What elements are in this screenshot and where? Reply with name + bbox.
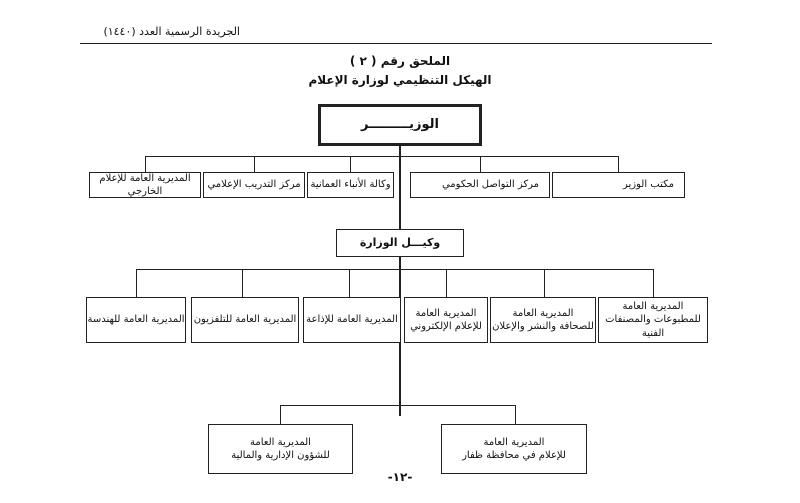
unit-oman-news-agency: وكالة الأنباء العمانية xyxy=(307,172,394,198)
directorate-electronic-media: المديرية العامة للإعلام الإلكتروني xyxy=(404,297,488,343)
connector-row3-bus xyxy=(280,405,516,406)
directorate-publications: المديرية العامة للمطبوعات والمصنفات الفني… xyxy=(598,297,708,343)
chart-title: الهيكل التنظيمي لوزارة الإعلام xyxy=(308,73,492,87)
directorate-line2: للصحافة والنشر والإعلان xyxy=(492,321,594,332)
directorate-line1: المديرية العامة للهندسة xyxy=(87,314,185,326)
directorate-press-publishing: المديرية العامة للصحافة والنشر والإعلان xyxy=(490,297,596,343)
minister-label: الوزيـــــــــر xyxy=(361,117,439,133)
directorate-line2: للإعلام الإلكتروني xyxy=(410,321,482,332)
connector-row2-drop-1 xyxy=(653,269,654,297)
unit-gov-communication-center: مركز التواصل الحكومي xyxy=(410,172,550,198)
connector-row2-drop-5 xyxy=(242,269,243,297)
directorate-engineering: المديرية العامة للهندسة xyxy=(86,297,186,343)
connector-row2-drop-3 xyxy=(446,269,447,297)
directorate-radio: المديرية العامة للإذاعة xyxy=(303,297,401,343)
undersecretary-box: وكيـــل الوزارة xyxy=(336,229,464,257)
directorate-line1: المديرية العامة xyxy=(415,307,477,319)
directorate-admin-finance: المديرية العامة للشؤون الإدارية والمالية xyxy=(208,424,353,474)
unit-label: المديرية العامة للإعلام الخارجي xyxy=(99,172,191,198)
connector-row1-drop-2 xyxy=(480,156,481,172)
unit-label: مركز التواصل الحكومي xyxy=(441,179,539,191)
directorate-line2: للمطبوعات والمصنفات الفنية xyxy=(605,314,701,339)
page-number: -١٢- xyxy=(387,470,413,484)
connector-row1-drop-5 xyxy=(145,156,146,172)
connector-row3-drop-2 xyxy=(280,405,281,424)
directorate-television: المديرية العامة للتلفزيون xyxy=(191,297,299,343)
unit-external-media-directorate: المديرية العامة للإعلام الخارجي xyxy=(89,172,201,198)
connector-row3-drop-1 xyxy=(515,405,516,424)
directorate-line1: المديرية العامة للتلفزيون xyxy=(193,314,297,326)
connector-row2-bus xyxy=(136,269,654,270)
unit-label: مكتب الوزير xyxy=(622,179,674,191)
connector-row2-drop-4 xyxy=(349,269,350,297)
minister-box: الوزيـــــــــر xyxy=(318,104,482,146)
directorate-line2: للإعلام في محافظة ظفار xyxy=(462,450,566,461)
connector-row1-drop-1 xyxy=(618,156,619,172)
running-header: الجريدة الرسمية العدد (١٤٤٠) xyxy=(103,25,240,38)
connector-row2-drop-6 xyxy=(136,269,137,297)
unit-minister-office: مكتب الوزير xyxy=(552,172,685,198)
directorate-line1: المديرية العامة xyxy=(622,300,684,312)
directorate-line2: للشؤون الإدارية والمالية xyxy=(231,450,330,461)
unit-label: وكالة الأنباء العمانية xyxy=(310,179,391,191)
directorate-dhofar-media: المديرية العامة للإعلام في محافظة ظفار xyxy=(441,424,587,474)
unit-label: مركز التدريب الإعلامي xyxy=(207,179,301,191)
undersecretary-label: وكيـــل الوزارة xyxy=(359,235,441,249)
connector-row2-drop-2 xyxy=(544,269,545,297)
connector-trunk xyxy=(399,145,401,416)
directorate-line1: المديرية العامة للإذاعة xyxy=(306,314,398,326)
unit-media-training-center: مركز التدريب الإعلامي xyxy=(203,172,305,198)
annex-label: الملحق رقم ( ٢ ) xyxy=(349,54,451,68)
directorate-line1: المديرية العامة xyxy=(512,307,574,319)
header-rule xyxy=(80,43,712,44)
connector-row1-drop-4 xyxy=(254,156,255,172)
connector-row1-bus xyxy=(145,156,619,157)
connector-row1-drop-3 xyxy=(350,156,351,172)
directorate-line1: المديرية العامة xyxy=(250,436,311,448)
directorate-line1: المديرية العامة xyxy=(483,436,545,448)
